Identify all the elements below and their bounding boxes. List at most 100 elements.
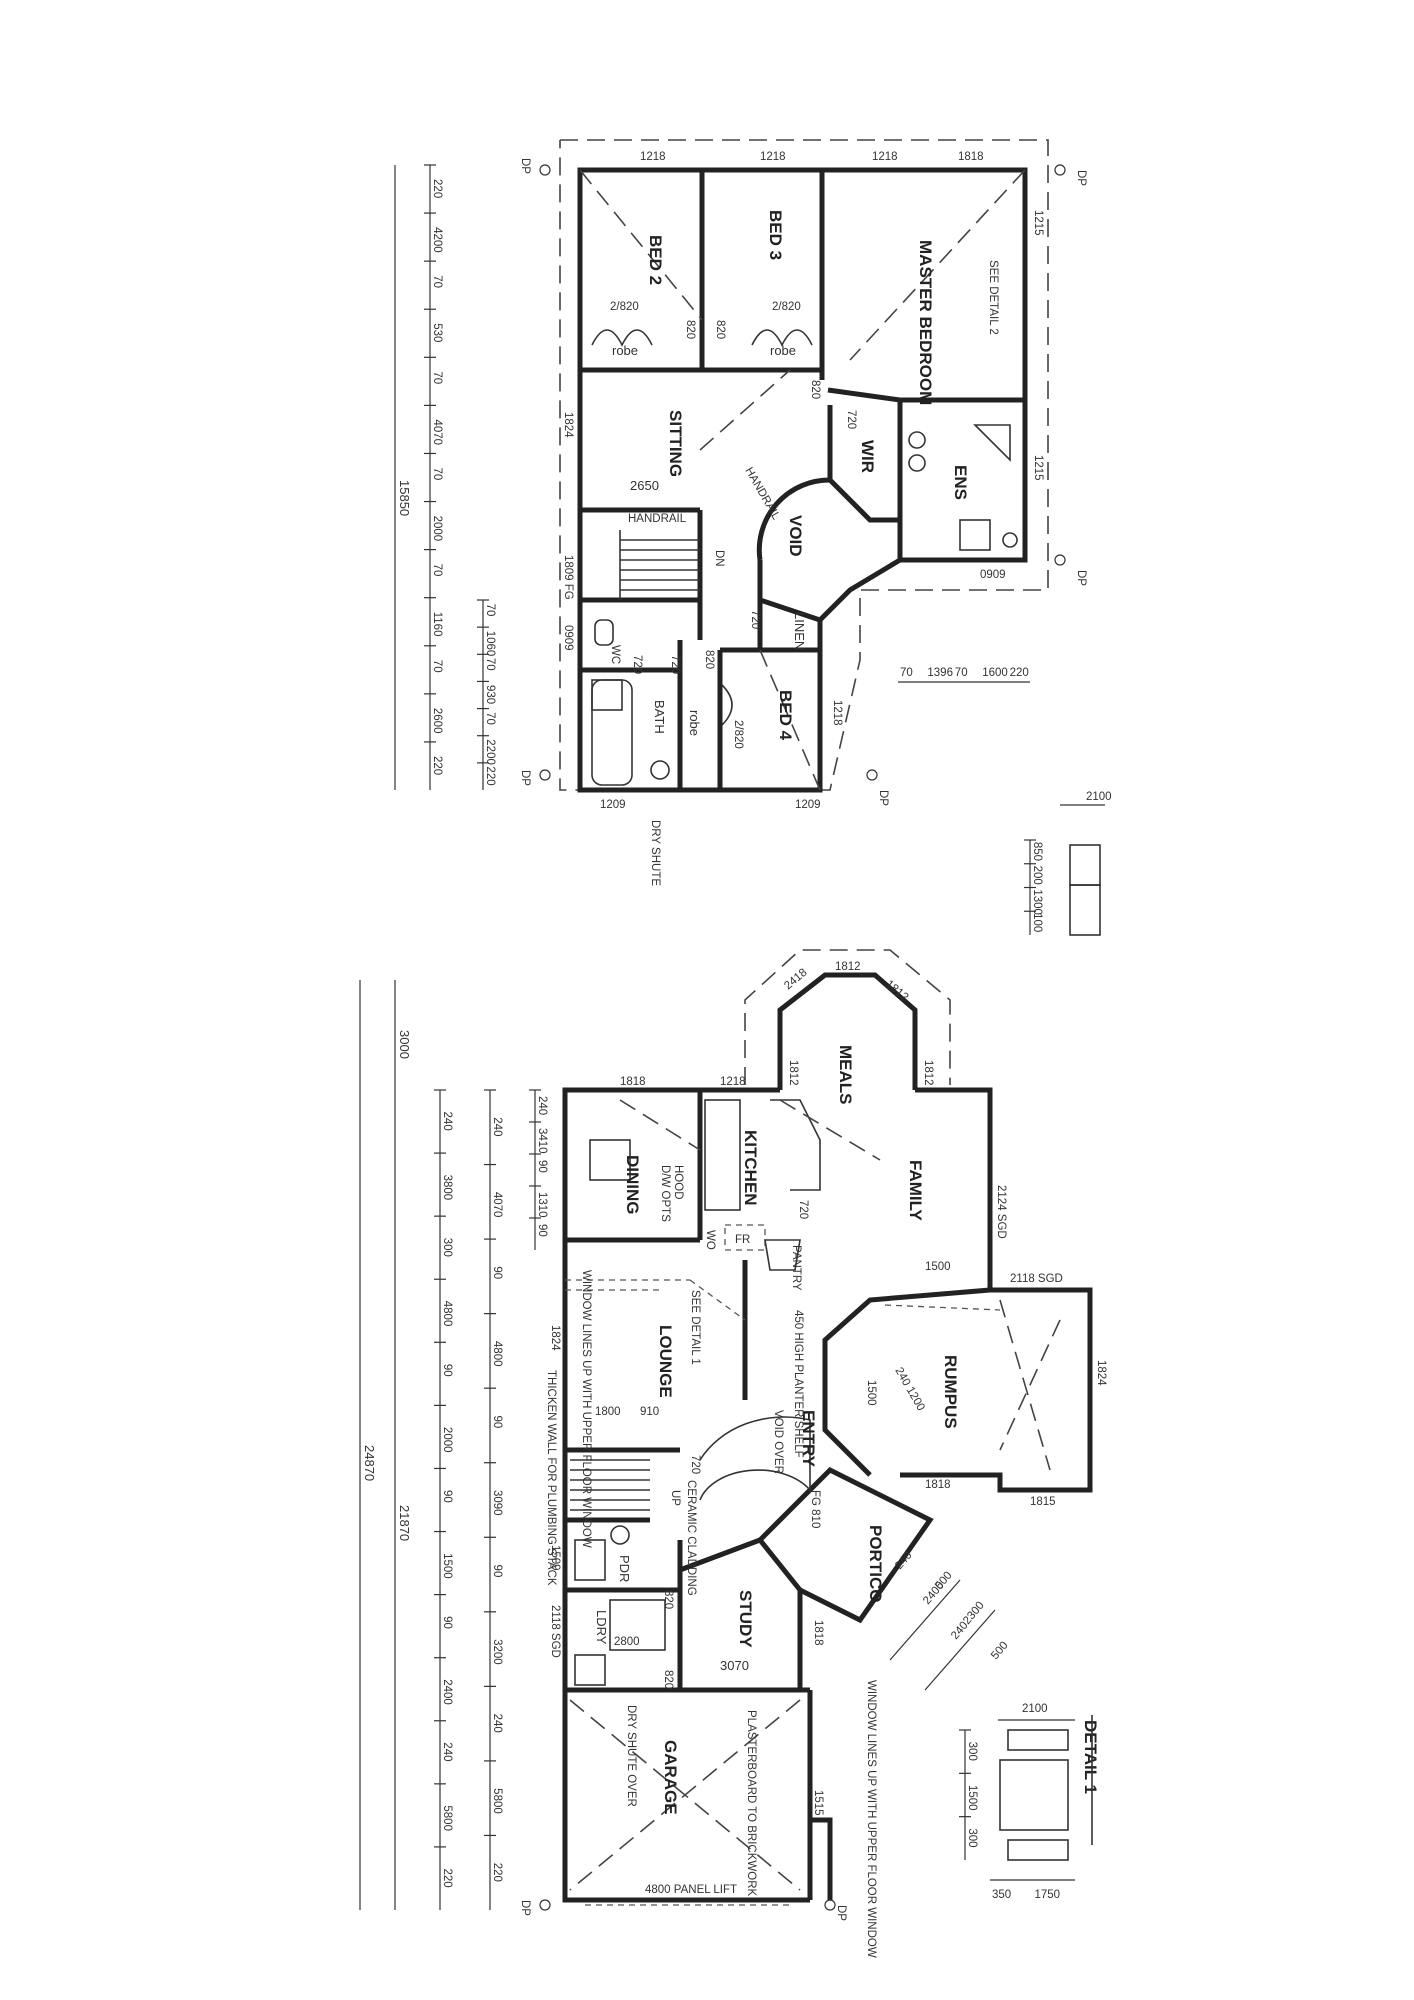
note-see-detail-2: SEE DETAIL 2	[987, 260, 999, 335]
room-bath-label: BATH	[652, 700, 667, 734]
note-fr: FR	[735, 1234, 750, 1246]
ens-basin-2	[908, 431, 926, 449]
win-pdr: 1509	[549, 1545, 561, 1571]
dim-meals: 3000	[397, 1030, 412, 1059]
ens-shower	[959, 519, 991, 551]
dim-upper-outer: 70	[431, 275, 443, 288]
wc-pan	[594, 619, 614, 646]
note-robe-door-3: 2/820	[732, 720, 744, 749]
bath-tub	[591, 679, 633, 786]
note-plasterboard: PLASTERBOARD TO BRICKWORK	[745, 1710, 757, 1896]
dim-ground-col2: 240	[491, 1117, 503, 1136]
room-family-label: FAMILY	[906, 1160, 925, 1221]
dim-ground-col2: 3200	[491, 1639, 503, 1665]
room-lounge-label: LOUNGE	[656, 1325, 675, 1398]
void-over-entry	[699, 1416, 811, 1501]
note-hood: HOOD	[672, 1165, 684, 1200]
room-pdr-label: PDR	[617, 1555, 632, 1582]
dim-upper-inner: 70	[484, 658, 496, 671]
win-family-sgd: 2124 SGD	[995, 1185, 1007, 1239]
win-ens-side: 1215	[1032, 210, 1044, 236]
win-dining: 1818	[620, 1076, 646, 1088]
win-stair: 1809 FG	[562, 555, 574, 600]
room-garage-label: GARAGE	[661, 1740, 680, 1815]
note-handrail-side: HANDRAIL	[742, 466, 782, 523]
note-dw-opts: D/W OPTS	[659, 1165, 671, 1222]
dim-upper-side: 70	[900, 667, 913, 679]
win-upper-top-2: 1218	[760, 151, 786, 163]
dim-ground-col2: 4800	[491, 1341, 503, 1367]
dim-detail1-side: 300	[966, 1828, 978, 1847]
note-robe-door-2: 2/820	[772, 301, 801, 313]
dim-ground-total-a: 24870	[362, 1445, 377, 1481]
ground-dp-markers: DP DP	[519, 1899, 847, 1921]
kitchen-bench	[770, 1099, 821, 1191]
door-wir: 720	[845, 410, 857, 429]
win-rumpus-bottom: 1815	[1030, 1496, 1056, 1508]
win-upper-right: 1218	[831, 700, 843, 726]
dim-upper-outer: 70	[431, 468, 443, 481]
dim-ground-col1: 240	[441, 1742, 453, 1761]
room-portico-label: PORTICO	[866, 1525, 885, 1602]
door-ldry: 820	[662, 1590, 674, 1609]
note-lounge-dim-2: 910	[640, 1406, 659, 1418]
dim-ground-col3: 1310	[536, 1192, 548, 1218]
ground-floor-plan: MEALS KITCHEN FAMILY DINING LOUNGE RUMPU…	[359, 949, 1107, 1958]
ens-wc	[1002, 532, 1018, 548]
dim-ground-col1: 300	[441, 1238, 453, 1257]
room-entry-label: ENTRY	[799, 1410, 818, 1468]
note-family-dim: 1500	[925, 1261, 951, 1273]
dp-label: DP	[835, 1905, 847, 1921]
dim-ground-col1: 2400	[441, 1679, 453, 1705]
dim-upper-inner: 1060	[484, 631, 496, 657]
dim-detail2-side: 100	[1031, 913, 1043, 932]
dim-ground-col2: 90	[491, 1415, 503, 1428]
door-stair: 720	[689, 1455, 701, 1474]
ground-outer-walls	[562, 1087, 810, 1903]
door-bed3: 820	[714, 320, 726, 339]
dim-portico: 2300	[961, 1600, 987, 1627]
dim-ground-col1: 90	[441, 1490, 453, 1503]
wall-master-wir	[827, 387, 901, 403]
dim-ground-col1: 4800	[441, 1301, 453, 1327]
dim-upper-total: 15850	[397, 480, 412, 516]
dim-ground-col1: 220	[441, 1868, 453, 1887]
win-meals-top: 1812	[835, 961, 861, 973]
dim-ground-col1: 1500	[441, 1553, 453, 1579]
dim-upper-inner: 70	[484, 712, 496, 725]
win-rumpus: 1824	[1095, 1360, 1107, 1386]
dim-detail1-bottom: 1750	[1035, 1889, 1061, 1901]
dim-upper-side: 220	[1010, 667, 1029, 679]
dim-ground-col3: 90	[536, 1224, 548, 1237]
dim-upper-outer: 70	[431, 564, 443, 577]
meals-roof-outline	[744, 949, 951, 1085]
wall-void-curve	[756, 477, 831, 561]
ground-outer-right	[900, 1087, 1093, 1493]
door-wc: 720	[631, 655, 643, 674]
dim-portico: 500	[989, 1640, 1011, 1662]
detail1-window-bot	[1007, 1839, 1069, 1861]
dp-label: DP	[877, 790, 889, 806]
note-wo: WO	[704, 1230, 716, 1250]
dim-ground-total-b: 21870	[397, 1505, 412, 1541]
detail2-top-dim: 2100	[1086, 791, 1112, 803]
win-garage: 1515	[812, 1790, 824, 1816]
ground-dimensions: 24870 21870 3000 24038003004800902000901…	[359, 980, 1011, 1910]
dim-upper-side: 1396	[927, 667, 953, 679]
dim-ground-col3: 240	[536, 1096, 548, 1115]
note-planter: 450 HIGH PLANTER SHELF	[792, 1310, 804, 1458]
dim-ground-col3: 90	[536, 1160, 548, 1173]
note-window-lines-2: WINDOW LINES UP WITH UPPER FLOOR WINDOW	[865, 1680, 877, 1958]
ground-stair-treads	[570, 1459, 650, 1511]
dim-detail1-side: 1500	[966, 1785, 978, 1811]
note-thicken-wall: THICKEN WALL FOR PLUMBING STACK	[545, 1370, 557, 1586]
room-linen-label: LINEN	[792, 612, 807, 650]
upper-stair-treads	[619, 530, 700, 600]
upper-dp-markers: DP DP DP DP DP	[519, 158, 1087, 806]
room-sitting-label: SITTING	[666, 410, 685, 477]
win-upper-top-3: 1218	[872, 151, 898, 163]
win-kitchen: 1218	[720, 1076, 746, 1088]
bath-basin	[650, 760, 670, 780]
dim-upper-inner: 930	[484, 685, 496, 704]
shower-box	[591, 679, 623, 711]
